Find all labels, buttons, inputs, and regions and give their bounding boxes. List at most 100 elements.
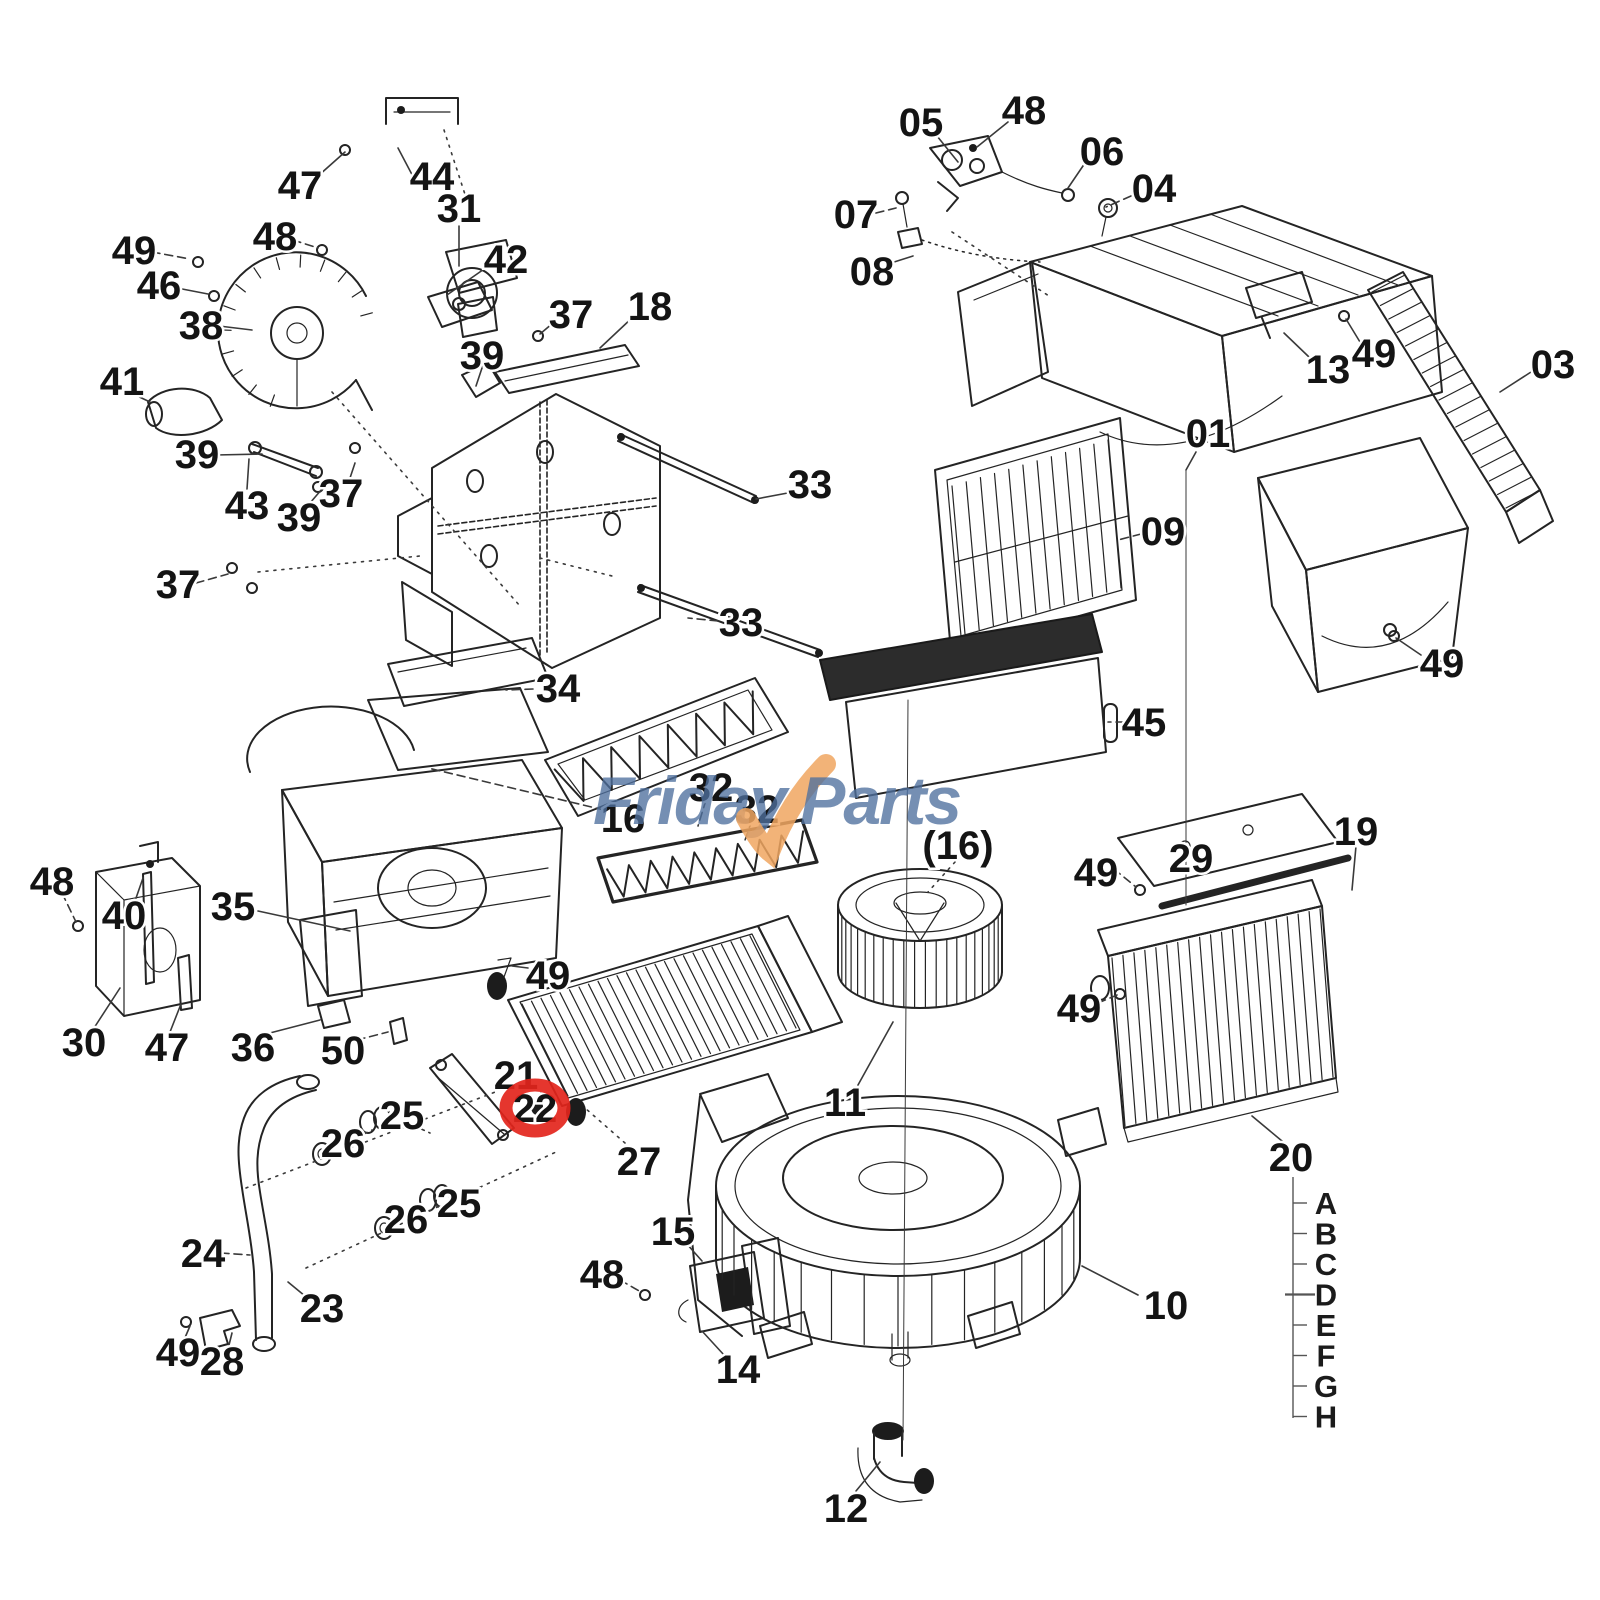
part-label-49-6: 49 [526,954,571,998]
leader-line [475,367,483,387]
part-label-35: 35 [211,885,256,929]
leader-line [227,1332,233,1350]
part-label-26: 26 [321,1122,366,1166]
leader-line [1499,371,1532,393]
leader-line [619,1279,642,1293]
leader-line [1067,162,1086,189]
part-label-10: 10 [1144,1284,1189,1328]
part-label-40: 40 [102,894,147,938]
drain-elbow-12-drawing [857,1422,934,1503]
part-label-37: 37 [549,293,594,337]
part-34-frame-drawing [387,637,549,707]
part-label-37-2: 37 [319,472,364,516]
radiator-20-drawing [1090,793,1352,1143]
leader-line [214,453,263,456]
part-label-13: 13 [1306,348,1351,392]
leader-line [257,555,421,573]
part-label-06: 06 [1080,130,1125,174]
part-label-09: 09 [1141,510,1186,554]
part-label-16: 16 [601,797,646,841]
part-label-26-2: 26 [384,1198,429,1242]
leader-line [1251,1115,1283,1142]
leader-line [890,255,914,264]
part-label-39-3: 39 [277,496,322,540]
leader-line [176,287,209,295]
part-label-14: 14 [716,1348,761,1392]
ref-scale-letter-G: G [1314,1369,1338,1404]
part-label-49-5: 49 [1057,987,1102,1031]
watermark-check-icon [736,754,836,869]
blower-housing-10-drawing [687,1073,1107,1367]
ref-scale-letter-B: B [1315,1217,1337,1252]
leader-line [265,1019,321,1035]
leader-line [305,1151,557,1269]
part-label-46: 46 [137,264,182,308]
filter-09-drawing [934,417,1137,653]
leader-line [697,799,707,827]
leader-lines [61,121,1532,1492]
fastener-bolts-drawing [72,144,1400,1301]
leader-line [169,1003,182,1033]
highlight-ring [499,1078,571,1138]
part-41-elbow-drawing [145,387,223,436]
leader-line [309,488,323,504]
ref-scale-letter-D: D [1315,1278,1337,1313]
part-label-47-2: 47 [145,1026,190,1070]
part-label-20: 20 [1269,1136,1314,1180]
leader-line [287,1281,306,1297]
part-label-15: 15 [651,1210,696,1254]
leader-line [857,1021,894,1086]
part-label-42: 42 [484,238,529,282]
part-33-rods-drawing [617,433,823,658]
part-43-link-drawing [248,441,323,479]
lower-right-case-drawing [1257,437,1469,693]
leader-line [539,557,617,578]
part-label-48-4: 48 [580,1253,625,1297]
mid-beam-45-drawing [819,613,1118,799]
leader-line [927,861,956,893]
leader-line [151,251,191,260]
leader-line [220,1252,251,1256]
leader-line [902,699,909,1441]
pins-40-47-drawing [142,860,193,1011]
watermark-word-2: Parts [800,763,960,839]
leader-line [246,458,250,490]
part-31-motor-drawing [445,239,518,338]
part-label-18: 18 [628,285,673,329]
leader-line [218,325,253,331]
leader-line [134,877,144,902]
part-label-39: 39 [460,334,505,378]
leader-line [1345,318,1361,343]
leader-line [183,1325,191,1341]
part-label-44: 44 [410,155,455,199]
leader-line [1185,451,1197,471]
part-label-38: 38 [179,304,224,348]
leader-line [584,1107,626,1144]
leader-line [93,987,121,1029]
leader-line [130,392,151,403]
part-label-11: 11 [824,1081,866,1125]
upper-housing-01-drawing [957,205,1443,453]
part-label-30: 30 [62,1021,107,1065]
case-corner-mark-drawing [497,957,512,978]
part-label-01: 01 [1186,412,1231,456]
leader-line [427,767,605,811]
leader-line [755,491,794,500]
part-label-33-2: 33 [719,601,764,645]
part-label-08: 08 [850,250,895,294]
part-label-37-3: 37 [156,563,201,607]
part-label-48: 48 [253,215,298,259]
part-label-47: 47 [278,164,323,208]
ref-scale-letter-F: F [1317,1339,1336,1374]
ref-scale-letter-H: H [1315,1400,1337,1435]
leader-line [1117,533,1142,541]
leader-line [446,266,488,296]
part-13-bracket-drawing [1245,271,1313,339]
part-label-36: 36 [231,1026,276,1070]
leader-line [317,151,346,177]
ref-scale-letter-A: A [1315,1186,1337,1221]
heater-core-27-drawing [487,915,843,1126]
part-label-45: 45 [1122,701,1167,745]
part-label-29: 29 [1169,837,1214,881]
